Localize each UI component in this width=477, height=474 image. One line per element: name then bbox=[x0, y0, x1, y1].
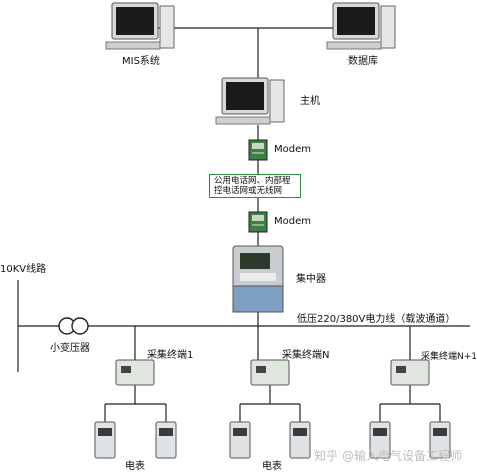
mis-computer-icon bbox=[105, 2, 175, 50]
network-label-line1: 公用电话网、内部程 bbox=[214, 176, 291, 186]
terminal-n-icon bbox=[250, 359, 290, 386]
database-label: 数据库 bbox=[348, 56, 378, 67]
concentrator-label: 集中器 bbox=[296, 274, 326, 285]
terminal-n1-label: 采集终端N+1 bbox=[421, 352, 477, 362]
meter-icon bbox=[369, 421, 391, 459]
line-10kv-label: 10KV线路 bbox=[0, 264, 47, 275]
meter-icon bbox=[155, 421, 177, 459]
terminal-n-label: 采集终端N bbox=[282, 350, 330, 361]
meter-group-2-label: 电表 bbox=[262, 461, 282, 472]
terminal-1-label: 采集终端1 bbox=[147, 350, 194, 361]
power-line-label: 低压220/380V电力线（载波通道） bbox=[297, 314, 456, 325]
wiring bbox=[17, 27, 470, 422]
database-computer-icon bbox=[326, 2, 396, 50]
transformer-label: 小变压器 bbox=[50, 343, 90, 354]
mis-label: MIS系统 bbox=[122, 56, 160, 67]
watermark: 知乎 @输入电气设备工程师 bbox=[314, 449, 462, 463]
host-label: 主机 bbox=[300, 96, 320, 107]
modem-top-icon bbox=[248, 139, 268, 161]
meter-icon bbox=[229, 421, 251, 459]
host-computer-icon bbox=[215, 77, 285, 125]
transformer-icon bbox=[58, 317, 89, 335]
meter-icon bbox=[289, 421, 311, 459]
modem-bottom-icon bbox=[248, 211, 268, 233]
meter-icon bbox=[94, 421, 116, 459]
meter-group-1-label: 电表 bbox=[125, 461, 145, 472]
terminal-n1-icon bbox=[390, 359, 430, 386]
modem-bottom-label: Modem bbox=[274, 216, 311, 227]
network-label-line2: 控电话网或无线网 bbox=[214, 186, 283, 196]
meter-icon bbox=[429, 421, 451, 459]
terminal-1-icon bbox=[115, 359, 155, 386]
modem-top-label: Modem bbox=[274, 144, 311, 155]
network-box: 公用电话网、内部程 控电话网或无线网 bbox=[209, 174, 301, 198]
concentrator-icon bbox=[232, 245, 284, 313]
